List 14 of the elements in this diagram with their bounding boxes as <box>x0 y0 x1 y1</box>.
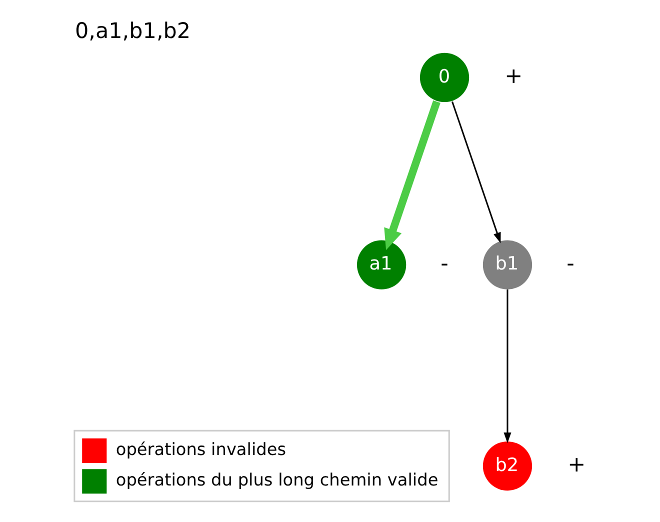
node-circle: 0 <box>419 52 469 102</box>
arrow <box>384 100 440 250</box>
node-circle: a1 <box>356 240 406 290</box>
node-label: + <box>504 64 522 90</box>
node-label: - <box>440 252 448 277</box>
node-circle: b2 <box>482 441 532 491</box>
node-circle: b1 <box>482 240 532 290</box>
arrow <box>451 101 500 244</box>
diagram-title: 0,a1,b1,b2 <box>74 18 190 44</box>
node-label: - <box>566 252 574 277</box>
node-label: + <box>567 452 586 478</box>
legend-label: opérations du plus long chemin valide <box>115 470 438 490</box>
legend-label: opérations invalides <box>115 438 286 459</box>
arrow <box>503 289 511 444</box>
